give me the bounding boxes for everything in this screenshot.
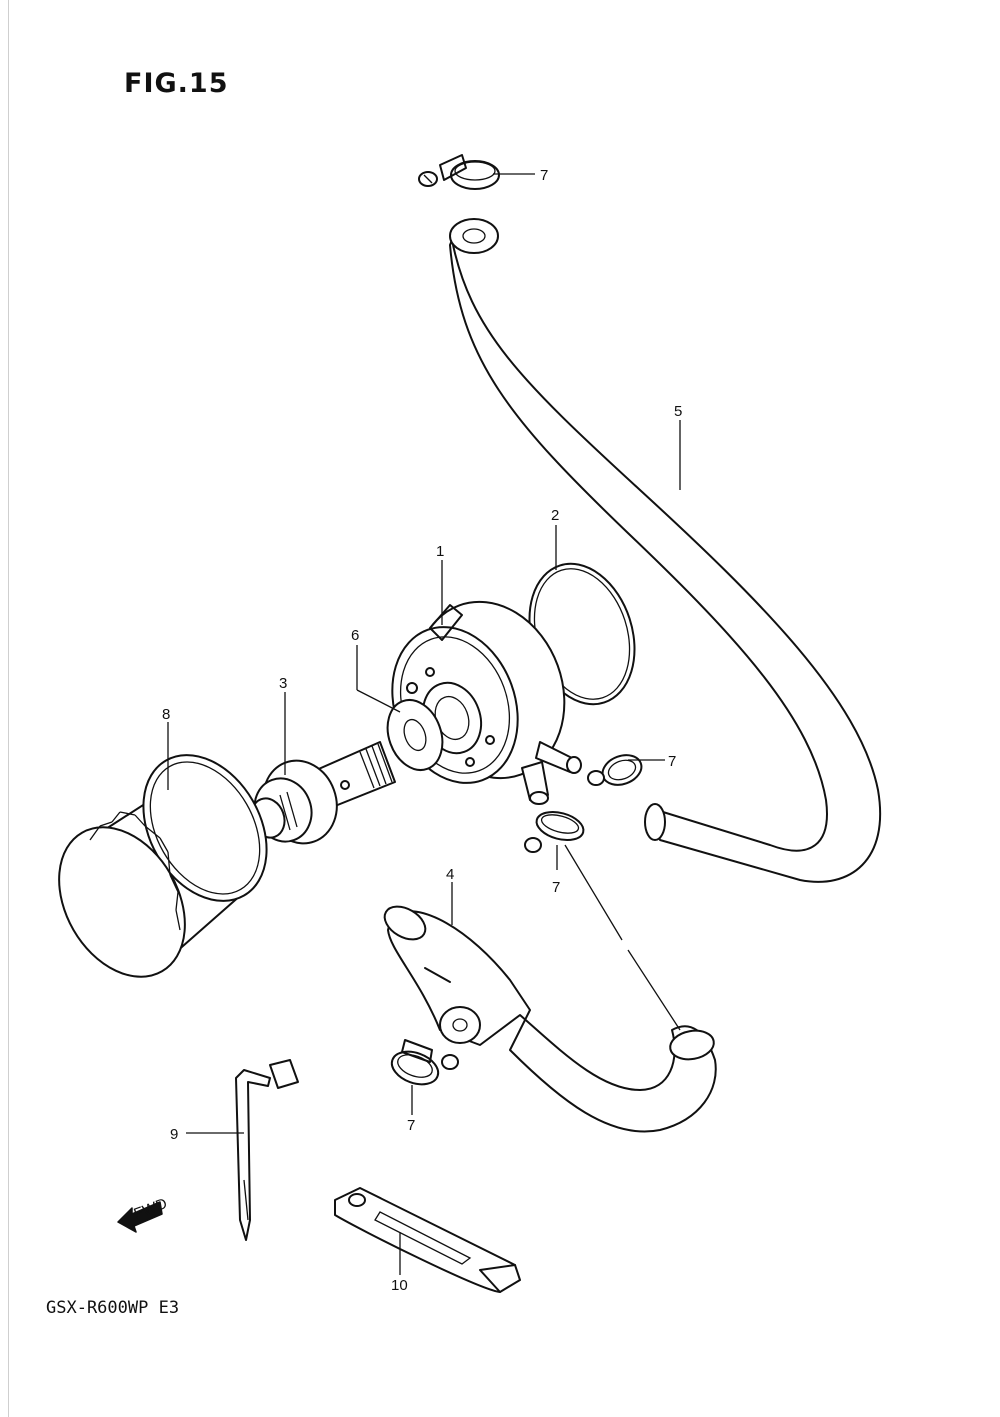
hose-clamp-right bbox=[587, 754, 643, 786]
callout-leaders bbox=[167, 173, 681, 1275]
hose-clamp-middle bbox=[524, 810, 585, 853]
callout-9: 9 bbox=[170, 1126, 178, 1143]
hose-bracket bbox=[334, 1187, 521, 1293]
forward-arrow-icon: FWD bbox=[117, 1195, 170, 1233]
model-code: GSX-R600WP E3 bbox=[46, 1298, 180, 1318]
oil-hose-lower bbox=[383, 905, 717, 1133]
callout-7-bottom: 7 bbox=[407, 1117, 415, 1134]
figure-title: FIG.15 bbox=[124, 68, 229, 99]
gasket-washer bbox=[386, 699, 444, 771]
callout-5: 5 bbox=[674, 403, 682, 420]
callout-7-top: 7 bbox=[540, 167, 548, 184]
callout-labels: 7 5 2 1 6 3 8 7 7 4 7 9 10 bbox=[162, 167, 682, 1294]
callout-7-right: 7 bbox=[668, 753, 676, 770]
callout-3: 3 bbox=[279, 675, 287, 692]
hose-clamp-top bbox=[418, 154, 500, 190]
oil-filter bbox=[58, 754, 268, 978]
callout-4: 4 bbox=[446, 866, 454, 883]
callout-2: 2 bbox=[551, 507, 559, 524]
hose-clamp-bottom bbox=[390, 1039, 459, 1086]
union-bolt bbox=[250, 741, 396, 845]
callout-7-middle: 7 bbox=[552, 879, 560, 896]
callout-1: 1 bbox=[436, 543, 444, 560]
callout-10: 10 bbox=[391, 1277, 408, 1294]
callout-8: 8 bbox=[162, 706, 170, 723]
oil-hose-upper bbox=[449, 218, 882, 883]
oil-cooler-adapter bbox=[391, 600, 582, 805]
callout-6: 6 bbox=[351, 627, 359, 644]
filter-wrench-tool bbox=[235, 1059, 299, 1241]
